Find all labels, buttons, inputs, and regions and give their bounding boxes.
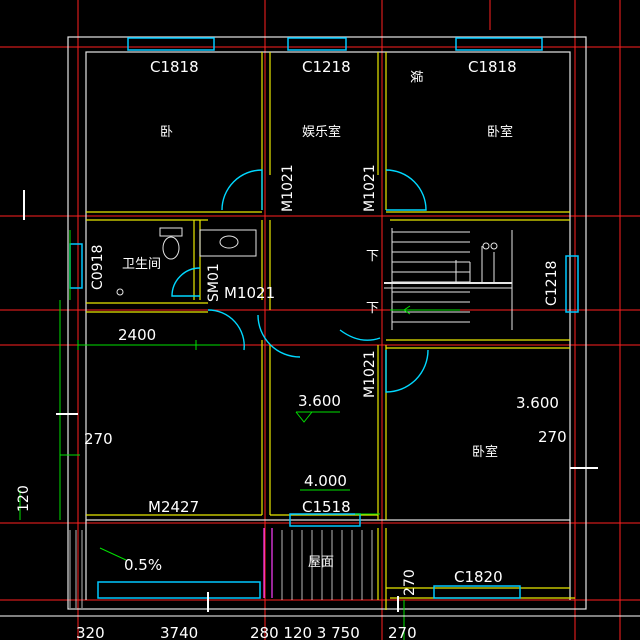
door-label: SM01 [206, 263, 222, 302]
door-swing-bath [171, 267, 201, 297]
door-symbols [171, 169, 429, 393]
window-c1818-left [127, 37, 215, 51]
door-swing-extra [207, 309, 245, 351]
balcony-railing [97, 581, 261, 599]
dimension-label: 270 [402, 569, 418, 596]
room-labels: 卧 娱乐室 卧室 卧室 卫生间 娱 屋面 [122, 70, 513, 570]
window-symbols [69, 37, 579, 599]
stair-arrowhead [403, 305, 411, 315]
window-c0918 [69, 243, 83, 289]
balcony-edge [263, 528, 273, 598]
dimension-label: 270 [84, 430, 113, 448]
dimension-label: 2400 [118, 326, 156, 344]
window-c1818-right [455, 37, 543, 51]
window-label: C0918 [90, 245, 106, 290]
door-swing-corridor [385, 349, 429, 393]
roof-hatching [69, 530, 373, 608]
window-labels: C1818 C1218 C1818 C0918 C1218 C1518 C182… [90, 58, 560, 586]
door-swing-hall [339, 329, 381, 341]
dimension-labels: 2400 270 120 270 270 3.600 3.600 4.000 0… [16, 249, 567, 596]
dimension-label: 270 [538, 428, 567, 446]
door-label: M2427 [148, 498, 199, 516]
window-label: C1818 [150, 58, 199, 76]
slope-arrow [99, 547, 127, 561]
stair-mark [490, 242, 498, 250]
window-c1518 [289, 513, 361, 527]
room-label: 卧室 [487, 124, 513, 140]
washbasin [199, 229, 257, 257]
door-swing-ent-right [385, 169, 427, 211]
window-label: C1820 [454, 568, 503, 586]
elevation-label: 3.600 [516, 394, 559, 412]
room-label: 卫生间 [122, 257, 161, 272]
bottom-dim-label: 270 [388, 624, 417, 640]
room-label: 卧室 [472, 444, 498, 460]
bottom-dim-label: 320 [76, 624, 105, 640]
stair-mark [482, 242, 490, 250]
dimension-lines [19, 230, 405, 640]
bottom-dim-label: 280 120 3 750 [250, 624, 360, 640]
door-label: M1021 [224, 284, 275, 302]
elevation-label: 4.000 [304, 472, 347, 490]
floor-drain [116, 288, 124, 296]
door-swing-ent-left [221, 169, 263, 211]
washbasin-bowl [219, 235, 239, 249]
dimension-label: 120 [16, 485, 32, 512]
window-c1820 [433, 585, 521, 599]
window-c1218-stair [565, 255, 579, 313]
door-label: M1021 [362, 350, 378, 398]
window-label: C1818 [468, 58, 517, 76]
room-label: 娱 [408, 70, 423, 83]
door-label: M1021 [280, 164, 296, 212]
room-label: 屋面 [308, 555, 334, 570]
stair-direction-label: 下 [366, 301, 379, 316]
room-label: 卧 [160, 125, 173, 140]
room-label: 娱乐室 [302, 124, 341, 140]
elevation-label: 3.600 [298, 392, 341, 410]
door-swing-bed-mid [257, 314, 301, 358]
exterior-walls [67, 36, 587, 610]
inner-wall-outline [85, 51, 571, 521]
slope-label: 0.5% [124, 556, 162, 574]
stair [384, 228, 513, 330]
toilet-bowl [162, 236, 180, 260]
window-label: C1518 [302, 498, 351, 516]
bottom-dim-label: 3740 [160, 624, 198, 640]
toilet-tank [159, 227, 183, 237]
elevation-mark [295, 411, 313, 423]
bottom-dimension-strip: 320 3740 280 120 3 750 270 [76, 624, 417, 640]
window-c1218-mid [287, 37, 347, 51]
bathroom-fixtures [116, 227, 257, 296]
stair-direction-label: 下 [366, 249, 379, 264]
misc-marks [0, 190, 640, 617]
window-label: C1218 [544, 261, 560, 306]
door-label: M1021 [362, 164, 378, 212]
outer-wall-outline [67, 36, 587, 610]
door-labels: M1021 M1021 SM01 M1021 M1021 M2427 [148, 164, 378, 516]
window-label: C1218 [302, 58, 351, 76]
